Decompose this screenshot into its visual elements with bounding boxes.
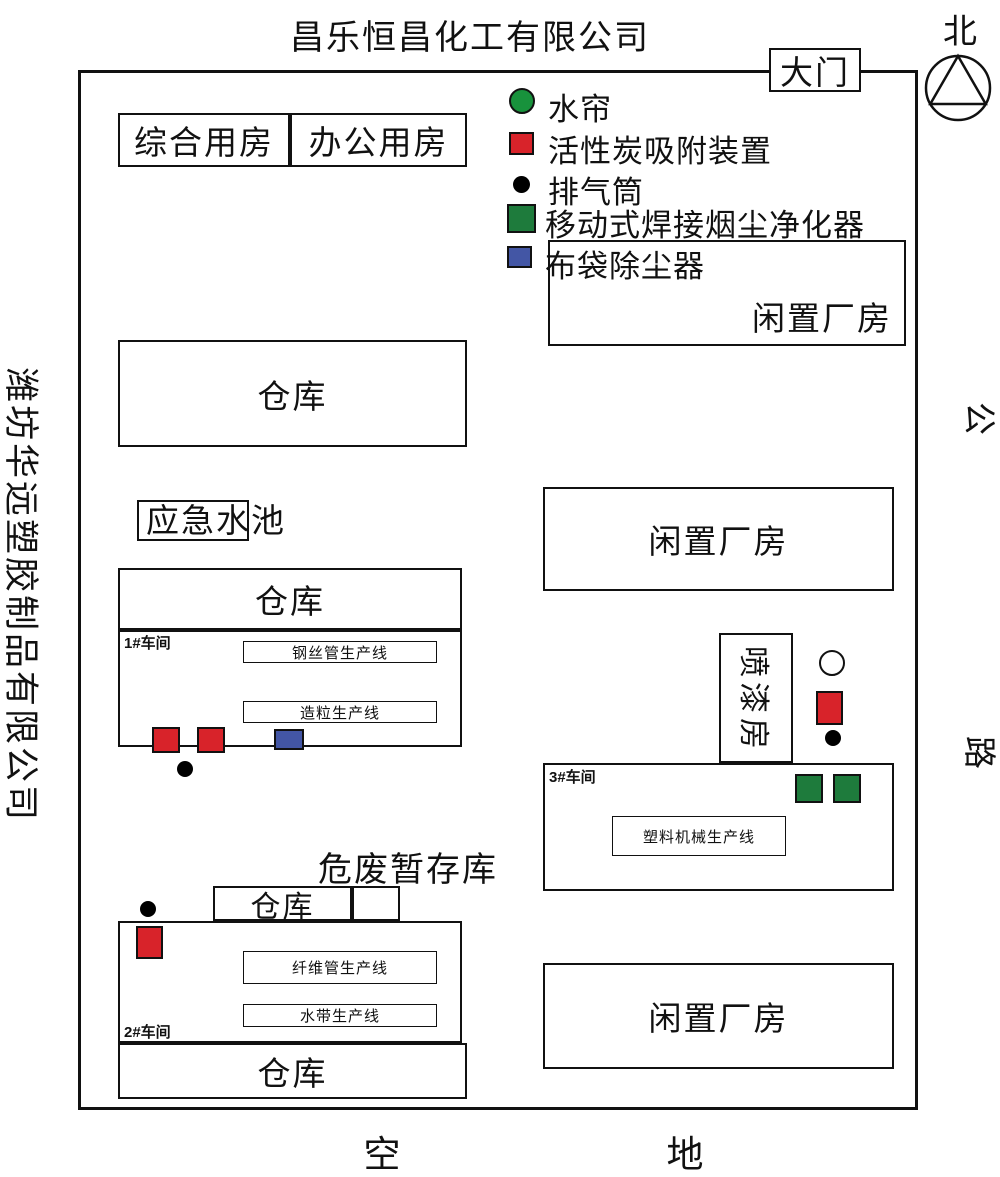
fiber-pipe-line-label: 纤维管生产线 [291,960,388,977]
plastic-machine-line-label: 塑料机械生产线 [642,828,755,846]
building-warehouse-3-label: 仓库 [250,890,315,924]
legend-water-curtain-icon [509,88,535,114]
legend-carbon-adsorber-icon [509,132,534,155]
left-neighbor-company-label: 潍坊华远塑胶制品有限公司 [1,367,40,824]
building-emergency-pool-label: 应急水池 [146,502,286,539]
building-idle-plant-top: 闲置厂房 [548,240,906,346]
bottom-area-char-2: 地 [666,1134,704,1175]
bottom-area-char-1: 空 [363,1134,401,1175]
carbon-adsorber-marker-1 [152,727,180,753]
workshop-1-label: 1#车间 [124,635,171,652]
page-title: 昌乐恒昌化工有限公司 [290,19,650,57]
hazardous-waste-label: 危废暂存库 [318,851,498,889]
building-warehouse-3: 仓库 [213,886,352,924]
steel-wire-line-label: 钢丝管生产线 [291,644,388,662]
building-warehouse-1: 仓库 [118,340,467,447]
water-hose-line-box: 水带生产线 [243,1004,437,1027]
building-general-room: 综合用房 [118,113,290,167]
site-boundary [78,70,918,1110]
compass-icon [924,53,992,122]
building-warehouse-4: 仓库 [118,1043,467,1099]
building-warehouse-2-label: 仓库 [255,583,325,620]
north-label: 北 [943,13,977,51]
legend-carbon-adsorber-label: 活性炭吸附装置 [548,134,772,169]
right-road-char-2: 路 [961,736,998,769]
building-office-label: 办公用房 [308,124,449,161]
gate: 大门 [769,48,861,92]
legend-exhaust-stack-icon [513,176,530,193]
steel-wire-line-box: 钢丝管生产线 [243,641,437,663]
water-hose-line-label: 水带生产线 [299,1008,380,1025]
building-idle-plant-mid: 闲置厂房 [543,487,894,591]
legend-welding-purifier-icon [507,204,536,233]
exhaust-stack-marker-1 [177,761,193,777]
workshop-2-label: 2#车间 [124,1024,171,1041]
exhaust-stack-marker-3 [140,901,156,917]
building-idle-plant-bottom: 闲置厂房 [543,963,894,1069]
building-emergency-pool [137,500,249,541]
right-road-char-1: 公 [961,402,998,435]
plastic-machine-line-box: 塑料机械生产线 [612,816,786,856]
fiber-pipe-line-box: 纤维管生产线 [243,951,437,984]
workshop-3-label: 3#车间 [549,769,596,786]
welding-purifier-marker-1 [795,774,823,803]
legend-exhaust-stack-label: 排气筒 [548,175,644,210]
water-curtain-marker [819,650,845,676]
building-warehouse-1-label: 仓库 [257,377,328,415]
granulation-line-label: 造粒生产线 [299,704,380,722]
building-paint-room [719,633,793,763]
hazardous-waste-storage-box [352,886,400,921]
carbon-adsorber-marker-4 [136,926,163,959]
carbon-adsorber-marker-2 [197,727,225,753]
welding-purifier-marker-2 [833,774,861,803]
legend-bag-filter-label: 布袋除尘器 [545,249,705,284]
legend-welding-purifier-label: 移动式焊接烟尘净化器 [545,208,865,243]
building-paint-room-label: 喷漆房 [736,646,771,754]
exhaust-stack-marker-2 [825,730,841,746]
building-warehouse-2: 仓库 [118,568,462,630]
legend-bag-filter-icon [507,246,532,268]
building-idle-plant-mid-label: 闲置厂房 [648,523,789,560]
granulation-line-box: 造粒生产线 [243,701,437,723]
building-general-room-label: 综合用房 [134,124,274,161]
building-idle-plant-top-label: 闲置厂房 [752,300,892,337]
building-office: 办公用房 [290,113,467,167]
gate-label: 大门 [780,54,850,91]
building-warehouse-4-label: 仓库 [257,1055,328,1092]
building-workshop-3 [543,763,894,891]
legend-water-curtain-label: 水帘 [548,92,612,127]
bag-filter-marker-1 [274,729,304,750]
building-idle-plant-bottom-label: 闲置厂房 [648,1000,789,1037]
building-workshop-2 [118,921,462,1043]
carbon-adsorber-marker-3 [816,691,843,725]
